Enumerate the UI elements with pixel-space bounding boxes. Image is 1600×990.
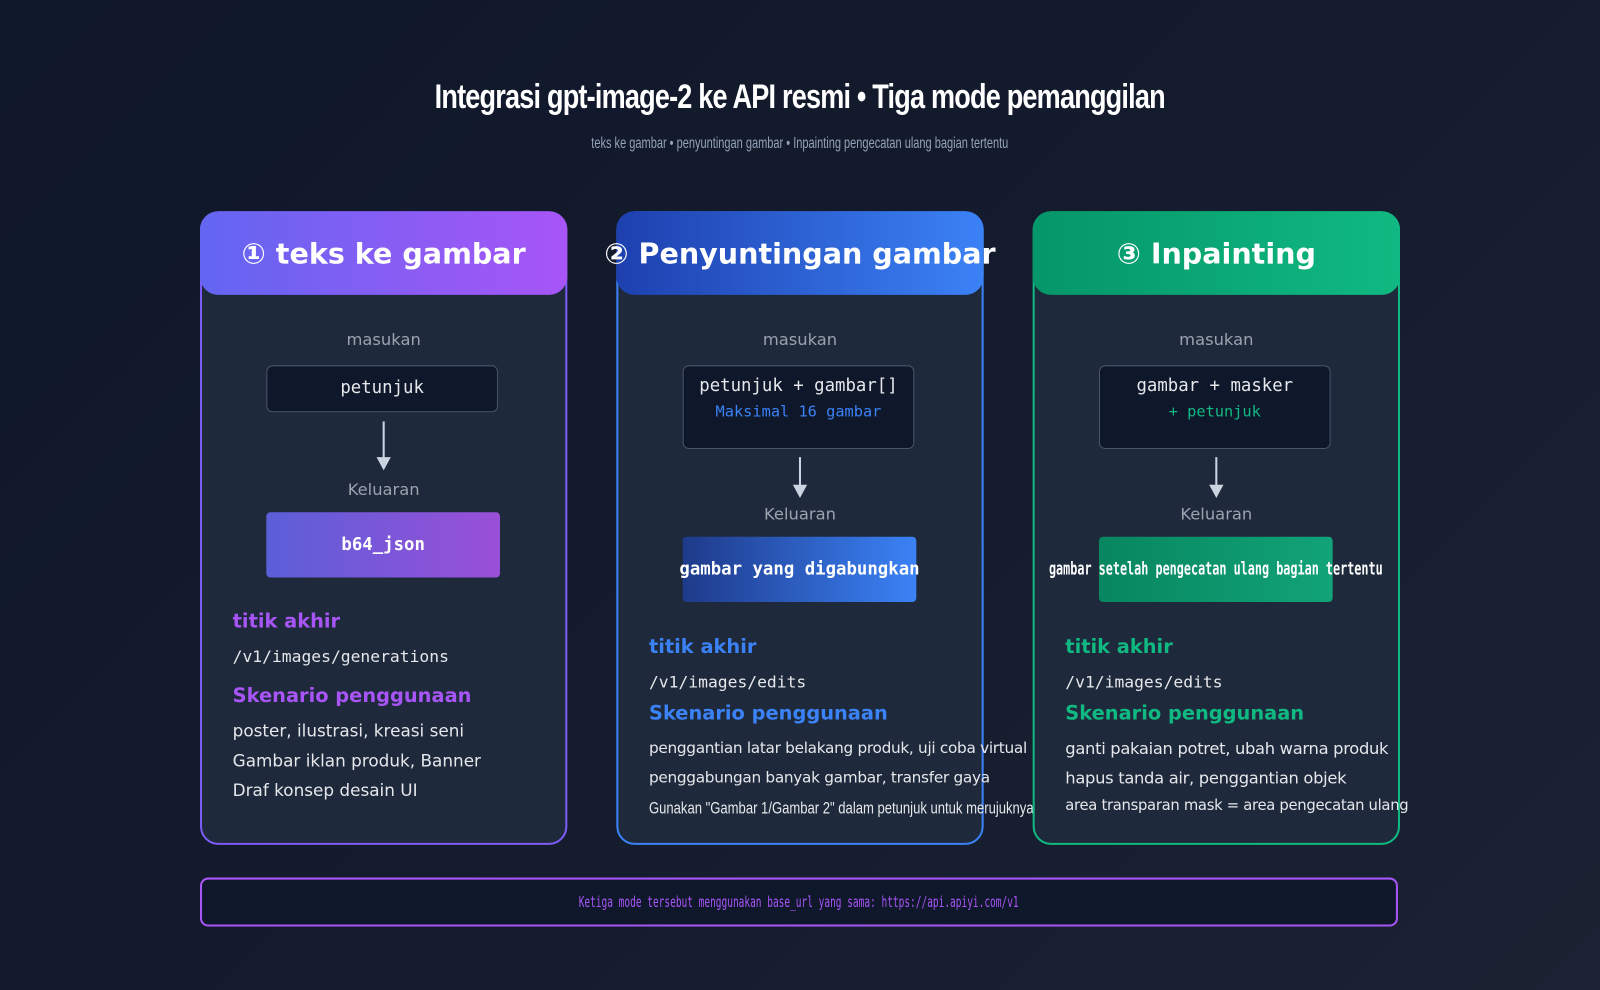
input-note: + petunjuk xyxy=(1168,402,1261,421)
scenario-item: area transparan mask = area pengecatan u… xyxy=(1065,797,1409,815)
input-text: petunjuk xyxy=(340,377,424,398)
input-label: masukan xyxy=(1179,329,1254,349)
scenario-item: ganti pakaian potret, ubah warna produk xyxy=(1065,738,1389,759)
output-label: Keluaran xyxy=(764,504,836,524)
input-box: gambar + masker + petunjuk xyxy=(1098,365,1331,449)
arrow-down-icon xyxy=(1209,457,1224,498)
input-label: masukan xyxy=(762,329,838,349)
card-image-editing: ② Penyuntingan gambar masukan petunjuk +… xyxy=(604,211,1037,845)
input-label: masukan xyxy=(346,329,421,349)
scenario-item: penggabungan banyak gambar, transfer gay… xyxy=(648,768,990,787)
endpoint-label: titik akhir xyxy=(232,610,341,633)
scenario-label: Skenario penggunaan xyxy=(648,702,888,725)
output-box: gambar yang digabungkan xyxy=(679,536,920,603)
input-note: Maksimal 16 gambar xyxy=(715,402,882,421)
endpoint-path: /v1/images/generations xyxy=(232,646,449,667)
output-label: Keluaran xyxy=(347,479,420,499)
scenario-label: Skenario penggunaan xyxy=(232,684,472,708)
scenario-item: Draf konsep desain UI xyxy=(232,780,418,800)
output-box: gambar setelah pengecatan ulang bagian t… xyxy=(1049,536,1383,603)
scenario-item: penggantian latar belakang produk, uji c… xyxy=(648,738,1027,758)
output-label: Keluaran xyxy=(1180,504,1253,524)
endpoint-label: titik akhir xyxy=(648,635,757,659)
card-header: ② Penyuntingan gambar xyxy=(604,211,996,295)
endpoint-path: /v1/images/edits xyxy=(1065,672,1223,692)
scenario-item: hapus tanda air, penggantian objek xyxy=(1065,768,1347,788)
input-box: petunjuk xyxy=(266,365,498,413)
scenario-label: Skenario penggunaan xyxy=(1065,702,1305,725)
endpoint-path: /v1/images/edits xyxy=(648,672,807,692)
input-text: petunjuk + gambar[] xyxy=(699,375,898,396)
input-text: gambar + masker xyxy=(1136,375,1294,396)
scenario-item: poster, ilustrasi, kreasi seni xyxy=(232,721,465,741)
output-box: b64_json xyxy=(266,512,500,578)
card-header: ③ Inpainting xyxy=(1032,211,1400,295)
card-header: ① teks ke gambar xyxy=(199,211,568,295)
arrow-down-icon xyxy=(376,421,391,471)
input-box: petunjuk + gambar[] Maksimal 16 gambar xyxy=(682,365,915,449)
footer-note: Ketiga mode tersebut menggunakan base_ur… xyxy=(199,877,1398,927)
arrow-down-icon xyxy=(792,457,808,498)
card-text-to-image: ① teks ke gambar masukan petunjuk Keluar… xyxy=(199,211,568,845)
scenario-item: Gunakan "Gambar 1/Gambar 2" dalam petunj… xyxy=(648,799,1038,818)
card-inpainting: ③ Inpainting masukan gambar + masker + p… xyxy=(1032,211,1409,845)
endpoint-label: titik akhir xyxy=(1065,635,1173,659)
page-title: Integrasi gpt-image-2 ke API resmi • Tig… xyxy=(434,77,1166,117)
page-subtitle: teks ke gambar • penyuntingan gambar • I… xyxy=(591,134,1009,153)
scenario-item: Gambar iklan produk, Banner xyxy=(232,751,481,771)
